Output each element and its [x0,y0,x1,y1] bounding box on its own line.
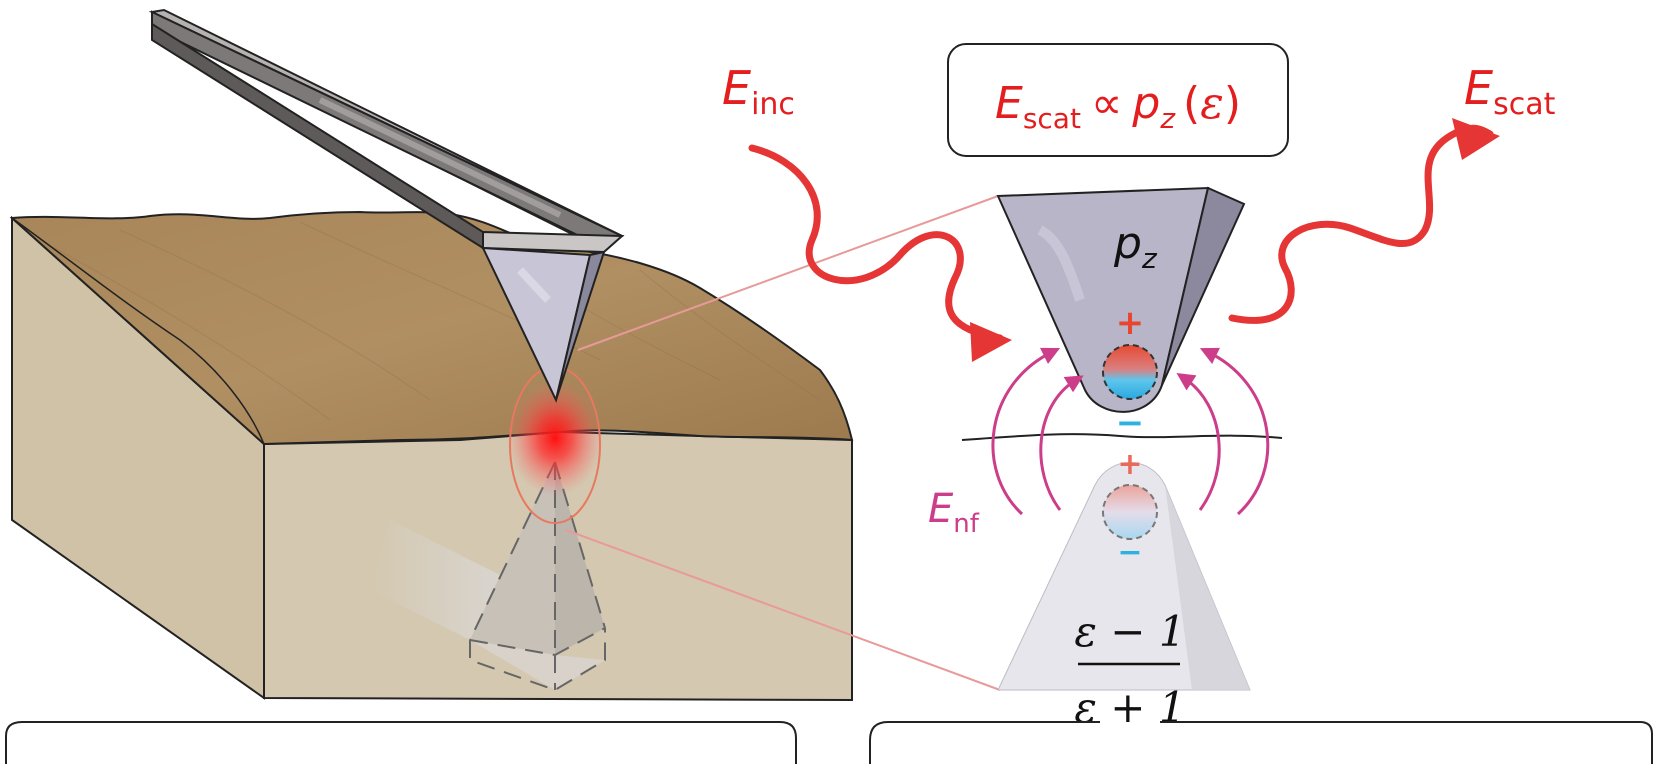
near-field-arrow-left-inner [1039,375,1084,511]
formula-e: E [995,78,1023,129]
sample-plus-charge: + [1117,447,1142,482]
sample-minus-charge: − [1117,535,1142,570]
zoom-tip [996,186,1246,413]
pz-label: pz [1113,218,1158,275]
tip-minus-charge: − [1116,403,1145,443]
near-field-arrow-left-outer [991,347,1061,516]
e-nf-label: Enf [928,486,980,539]
afm-tip [481,246,606,403]
e-inc-label: Einc [722,61,795,122]
e-inc-sub: inc [751,87,795,122]
e-inc-main: E [722,61,751,115]
e-nf-main: E [928,486,954,532]
formula-close: ) [1224,78,1241,129]
sample-top-surface [9,210,854,446]
image-dipole [1102,484,1158,540]
bottom-panel-right [869,721,1653,764]
zoom-image-cone [997,462,1251,691]
fraction-denominator: ε + 1 [1074,683,1185,732]
reflection-fraction: ε − 1 ε + 1 [1074,607,1185,732]
near-field-arrow-right-outer [1199,347,1270,516]
incident-wave [748,144,1012,362]
e-scat-main: E [1464,61,1493,115]
incident-arrowhead [970,322,1012,362]
fraction-numerator: ε − 1 [1074,607,1185,656]
formula-p: p [1131,78,1160,129]
formula-eps: ε [1200,78,1224,129]
formula-p-sub: z [1159,102,1176,135]
e-scat-sub: scat [1493,87,1556,122]
tip-plus-charge: + [1116,303,1145,343]
scattered-arrowhead [1452,118,1500,160]
pz-main: p [1113,218,1142,269]
formula-e-sub: scat [1023,102,1081,135]
tip-dipole [1102,344,1158,400]
e-nf-sub: nf [953,509,979,539]
near-field-lines [991,347,1270,516]
top-surface-texture [39,221,821,421]
pz-sub: z [1141,242,1158,275]
bottom-panels [5,721,1653,764]
zoom-lines [565,195,1001,691]
e-scat-label: Escat [1464,61,1556,122]
formula-box: Escat ∝pz(ε) [947,43,1289,157]
formula-text: Escat ∝pz(ε) [995,78,1241,135]
sample-edge-line [11,217,265,445]
bottom-panel-left [5,721,797,764]
formula-open: ( [1183,78,1200,129]
formula-prop: ∝ [1091,78,1122,129]
subsurface-ghost [370,520,500,640]
near-field-arrow-right-inner [1176,373,1221,511]
scattered-wave [1228,118,1500,324]
subsurface-pyramid [469,461,606,692]
afm-cantilever [148,8,625,254]
sample-block [9,210,854,702]
zoom-surface-line [961,433,1283,441]
